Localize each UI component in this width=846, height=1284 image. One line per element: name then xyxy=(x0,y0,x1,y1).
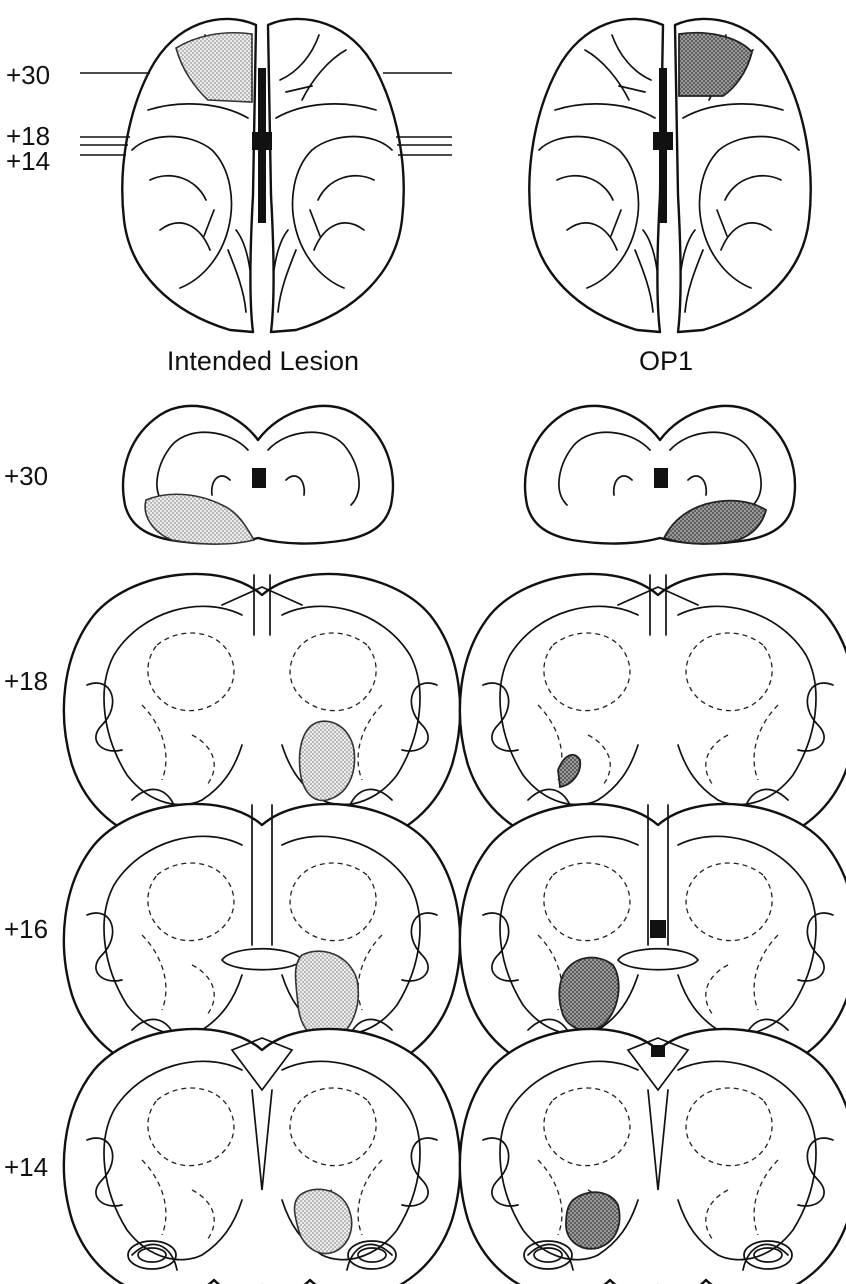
midline-marker-block xyxy=(252,132,272,150)
lesion-region-op1-14 xyxy=(566,1192,620,1249)
section-30-op1 xyxy=(525,406,795,544)
section-level-label: +18 xyxy=(4,666,48,696)
ventral-view-op1 xyxy=(529,19,810,332)
section-level-label: +16 xyxy=(4,914,48,944)
section-level-label: +14 xyxy=(4,1152,48,1182)
section-16-intended xyxy=(64,804,460,1071)
section-16-op1 xyxy=(460,804,846,1071)
section-level-label: +30 xyxy=(4,461,48,491)
column-title-op1: OP1 xyxy=(639,346,693,376)
section-30-intended xyxy=(123,406,393,544)
section-14-intended xyxy=(64,1029,460,1284)
ventral-level-label: +30 xyxy=(6,60,50,90)
ventral-view-intended xyxy=(122,19,403,332)
ventral-level-label: +14 xyxy=(6,146,50,176)
section-18-op1 xyxy=(460,574,846,841)
section-14-op1 xyxy=(460,1029,846,1284)
column-title-intended: Intended Lesion xyxy=(167,346,359,376)
lesion-region-intended-16 xyxy=(296,951,359,1040)
section-18-intended xyxy=(64,574,460,841)
midline-marker-block xyxy=(653,132,673,150)
